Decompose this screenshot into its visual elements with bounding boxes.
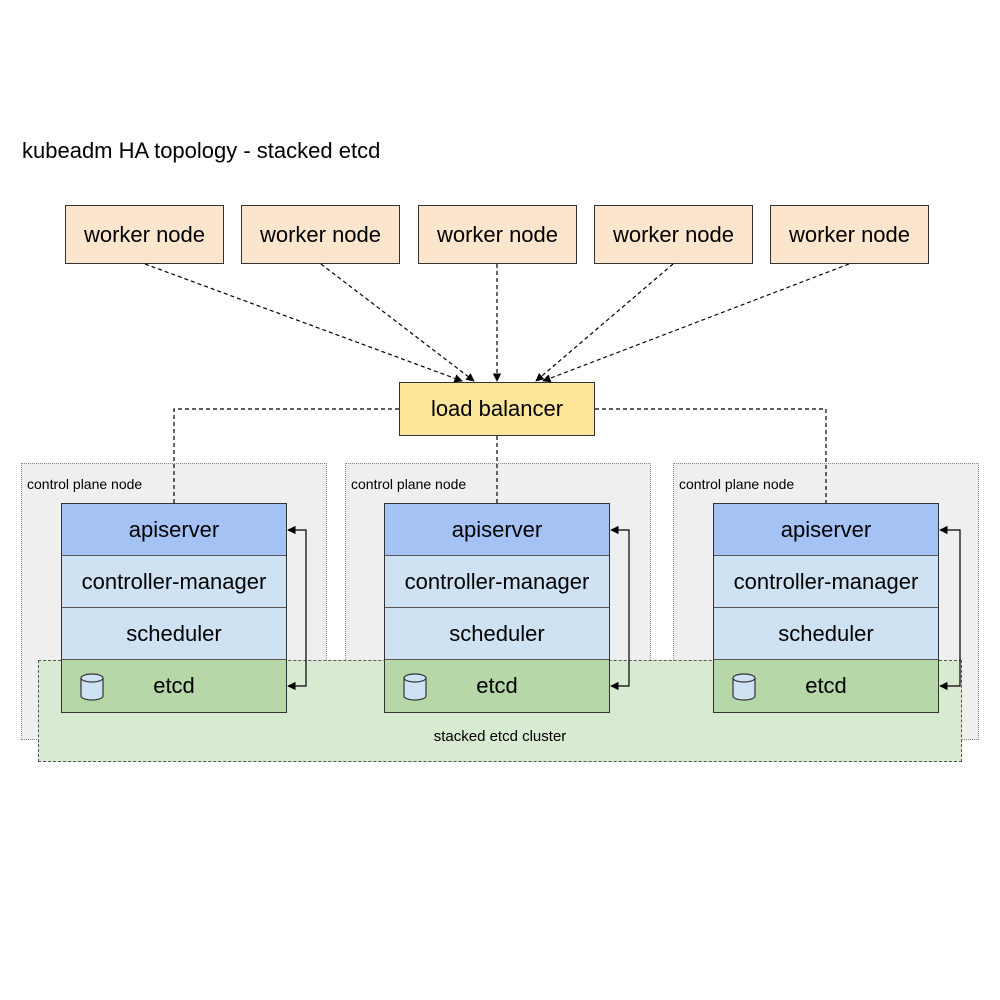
apiserver: apiserver xyxy=(62,504,286,556)
controller-manager: controller-manager xyxy=(385,556,609,608)
scheduler: scheduler xyxy=(714,608,938,660)
control-plane-node-label: control plane node xyxy=(679,476,795,492)
controller-manager: controller-manager xyxy=(62,556,286,608)
diagram-title: kubeadm HA topology - stacked etcd xyxy=(22,138,381,163)
worker-5-to-lb xyxy=(542,263,850,383)
etcd-label: etcd xyxy=(153,673,195,698)
etcd-member: etcd xyxy=(714,660,938,712)
worker-node-2: worker node xyxy=(241,205,400,264)
worker-2-to-lb xyxy=(320,263,475,382)
database-icon xyxy=(403,673,427,701)
control-plane-stack-1: apiserver controller-manager scheduler e… xyxy=(61,503,287,713)
scheduler: scheduler xyxy=(385,608,609,660)
control-plane-stack-2: apiserver controller-manager scheduler e… xyxy=(384,503,610,713)
scheduler: scheduler xyxy=(62,608,286,660)
apiserver: apiserver xyxy=(385,504,609,556)
etcd-cluster-label: stacked etcd cluster xyxy=(433,728,567,745)
etcd-member: etcd xyxy=(385,660,609,712)
load-balancer: load balancer xyxy=(399,382,595,436)
controller-manager: controller-manager xyxy=(714,556,938,608)
control-plane-stack-3: apiserver controller-manager scheduler e… xyxy=(713,503,939,713)
database-icon xyxy=(732,673,756,701)
control-plane-node-label: control plane node xyxy=(351,476,467,492)
worker-node-1: worker node xyxy=(65,205,224,264)
worker-node-3: worker node xyxy=(418,205,577,264)
etcd-label: etcd xyxy=(476,673,518,698)
worker-node-5: worker node xyxy=(770,205,929,264)
apiserver: apiserver xyxy=(714,504,938,556)
worker-node-4: worker node xyxy=(594,205,753,264)
worker-1-to-lb xyxy=(144,263,463,383)
worker-4-to-lb xyxy=(535,263,674,382)
etcd-label: etcd xyxy=(805,673,847,698)
database-icon xyxy=(80,673,104,701)
etcd-member: etcd xyxy=(62,660,286,712)
control-plane-node-label: control plane node xyxy=(27,476,143,492)
